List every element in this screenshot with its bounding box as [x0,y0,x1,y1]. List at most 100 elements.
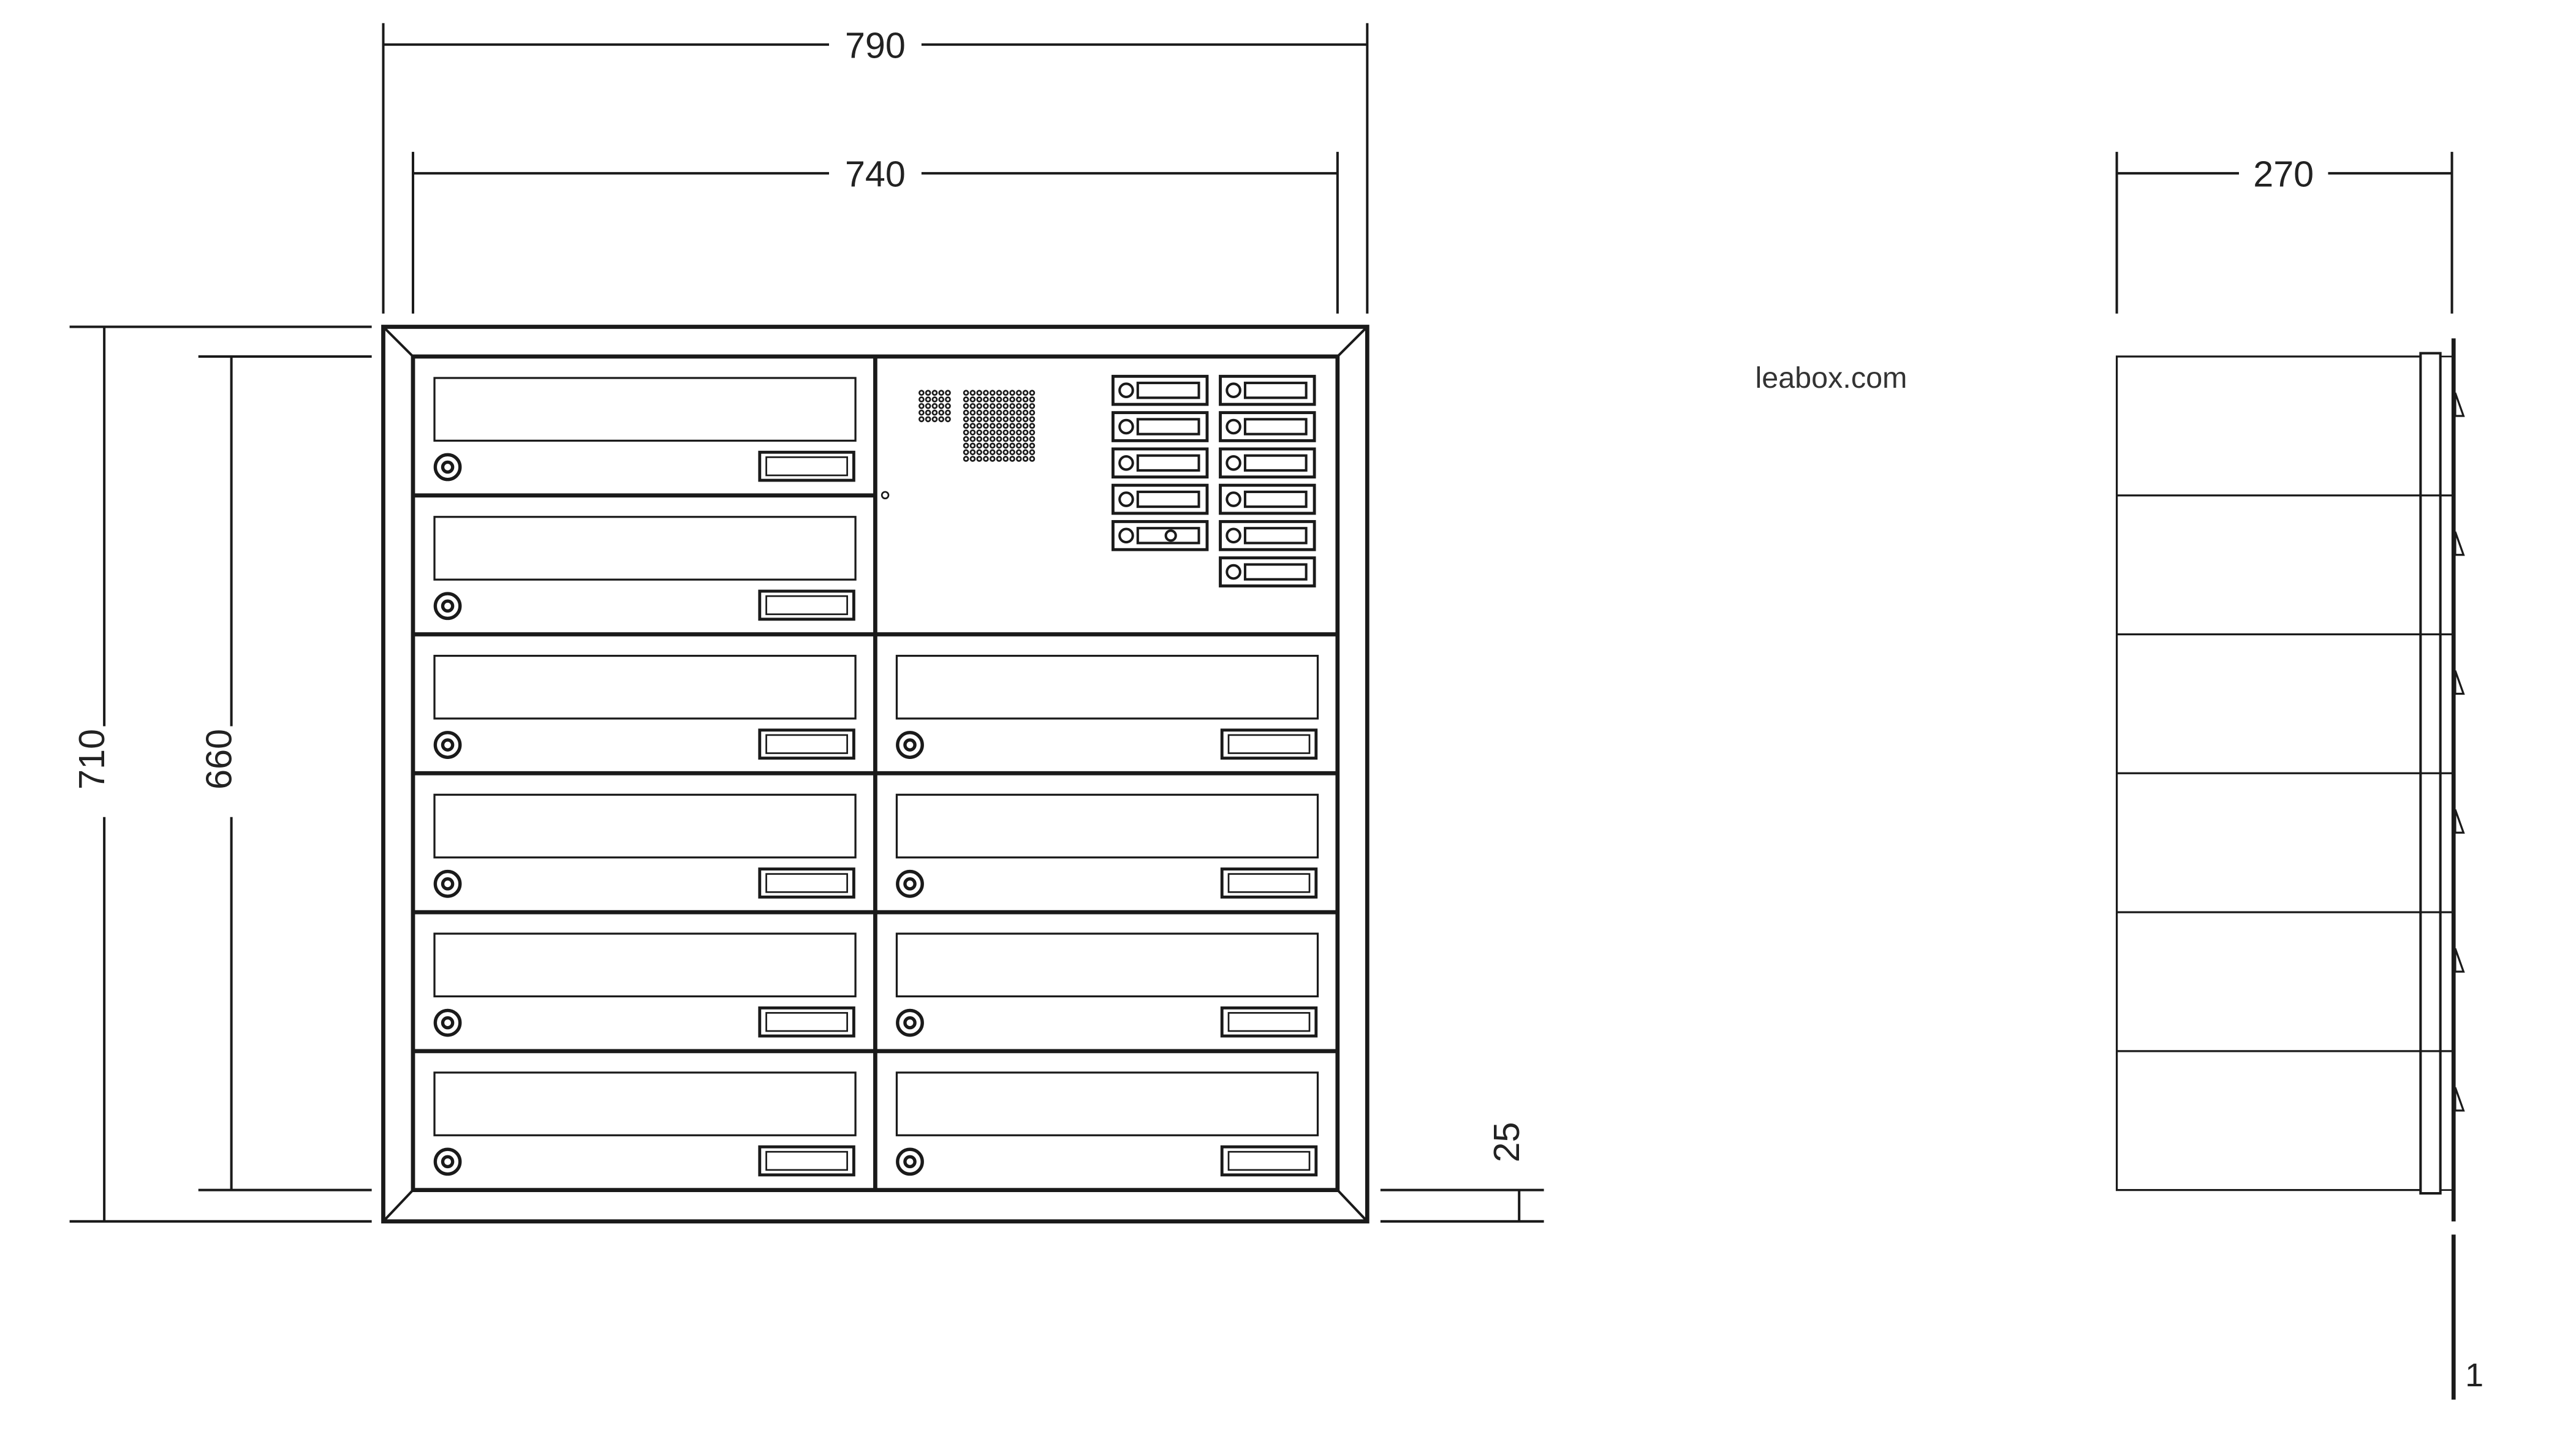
bell-push-icon [1225,418,1241,435]
camera-icon [1164,529,1177,542]
bell-plate [1111,447,1209,479]
bell-button[interactable] [1219,519,1316,551]
label-holder-inner [765,1012,848,1032]
bell-button[interactable] [1111,447,1209,479]
grille-hole [931,416,938,423]
grille-hole [996,429,1002,436]
grille-hole [1015,423,1022,429]
mailbox-door[interactable] [895,654,1319,760]
grille-hole [1009,402,1015,409]
grille-hole [1009,409,1015,416]
dimension-depth: 270 [2115,151,2453,314]
lock-core [441,1016,455,1030]
grille-hole [989,409,996,416]
grille-hole [983,456,989,462]
grille-hole [1002,436,1009,442]
grille-hole [996,442,1002,449]
lock-ring [433,869,462,898]
grille-hole [1029,449,1036,456]
grille-hole [989,423,996,429]
dimension-label: 660 [199,729,240,790]
label-holder [758,728,855,760]
grille-hole [1002,429,1009,436]
grille-hole [1009,442,1015,449]
grille-hole [976,409,983,416]
dimension-label: 270 [2253,153,2314,194]
lock-core [441,599,455,613]
grille-hole [1009,456,1015,462]
bell-push-icon [1225,455,1241,471]
lock-ring [433,1008,462,1037]
bell-button[interactable] [1111,411,1209,442]
grille-hole [983,416,989,423]
grille-hole [1022,442,1029,449]
grille-hole [938,416,945,423]
lock-core [441,460,455,474]
grille-hole [931,402,938,409]
mailbox-door[interactable] [433,932,857,1038]
grille-hole [989,442,996,449]
grille-hole [963,409,969,416]
mailbox-door[interactable] [433,1071,857,1177]
grille-hole [983,409,989,416]
grille-hole [996,416,1002,423]
bell-push-icon [1118,455,1134,471]
grille-hole [1029,442,1036,449]
grille-hole [1015,429,1022,436]
grille-hole [963,390,969,396]
bell-button[interactable] [1219,411,1316,442]
mailbox-door[interactable] [895,793,1319,899]
bell-name-label [1136,490,1200,508]
grille-hole [996,390,1002,396]
bell-plate [1219,483,1316,515]
label-holder-inner [765,456,848,477]
bell-name-label [1243,454,1308,472]
mailbox-door[interactable] [895,932,1319,1038]
grille-hole [1022,456,1029,462]
bell-button[interactable] [1219,556,1316,587]
lock-core [441,738,455,752]
grille-hole [969,442,976,449]
grille-hole [919,390,925,396]
grille-hole [1009,423,1015,429]
bell-plate [1111,483,1209,515]
mailbox-door[interactable] [433,516,857,621]
name-plate [895,932,1319,998]
bell-plate [1219,447,1316,479]
bell-button[interactable] [1111,519,1209,551]
bell-button[interactable] [1219,447,1316,479]
grille-hole [983,396,989,402]
bell-button[interactable] [1111,483,1209,515]
grille-hole [1009,390,1015,396]
grille-hole [976,449,983,456]
bell-push-icon [1118,527,1134,544]
bell-button[interactable] [1111,374,1209,406]
mailbox-door[interactable] [433,377,857,482]
bell-plate [1219,556,1316,587]
flap-handle-icon [2454,948,2465,973]
grille-hole [969,416,976,423]
grille-hole [963,449,969,456]
grille-hole [945,409,951,416]
label-holder [758,1145,855,1177]
flap-handle-icon [2454,392,2465,417]
grille-hole [989,436,996,442]
mailbox-door[interactable] [433,793,857,899]
grille-hole [938,402,945,409]
bell-button[interactable] [1219,374,1316,406]
lock-icon [896,1008,924,1037]
grille-hole [931,390,938,396]
mailbox-door[interactable] [433,654,857,760]
mailbox-door[interactable] [895,1071,1319,1177]
grille-hole [996,436,1002,442]
flap-handle-icon [2454,1087,2465,1112]
label-holder [758,589,855,621]
grille-hole [1015,409,1022,416]
bell-button[interactable] [1219,483,1316,515]
bell-name-label [1243,382,1308,399]
grille-hole [1015,390,1022,396]
grille-hole [1029,429,1036,436]
grille-hole [983,390,989,396]
grille-hole [963,456,969,462]
lock-core [903,1155,917,1169]
